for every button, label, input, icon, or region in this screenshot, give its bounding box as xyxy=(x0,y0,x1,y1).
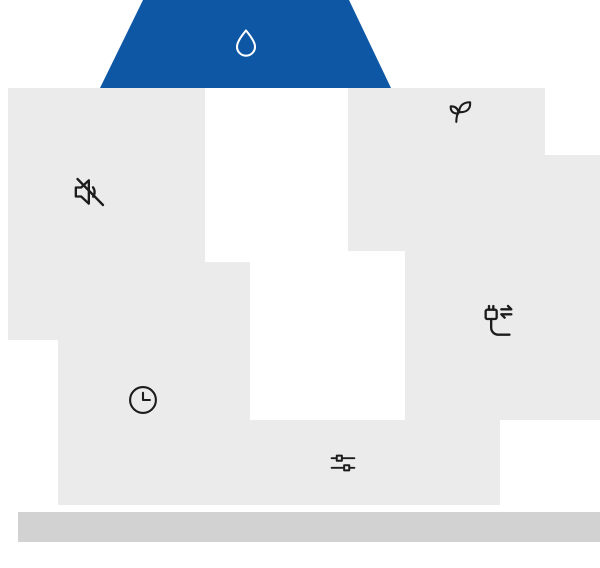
leaf-icon xyxy=(449,101,472,123)
water-tab[interactable] xyxy=(100,0,391,88)
water-drop-icon xyxy=(235,29,256,57)
bottom-bar xyxy=(18,512,600,542)
tile-settings-sliders[interactable] xyxy=(200,420,500,505)
sliders-icon xyxy=(330,454,356,472)
plug-sync-icon xyxy=(484,304,513,336)
clock-icon xyxy=(129,386,157,414)
speaker-mute-icon xyxy=(74,177,105,207)
tile-plug-sync[interactable] xyxy=(405,155,600,420)
